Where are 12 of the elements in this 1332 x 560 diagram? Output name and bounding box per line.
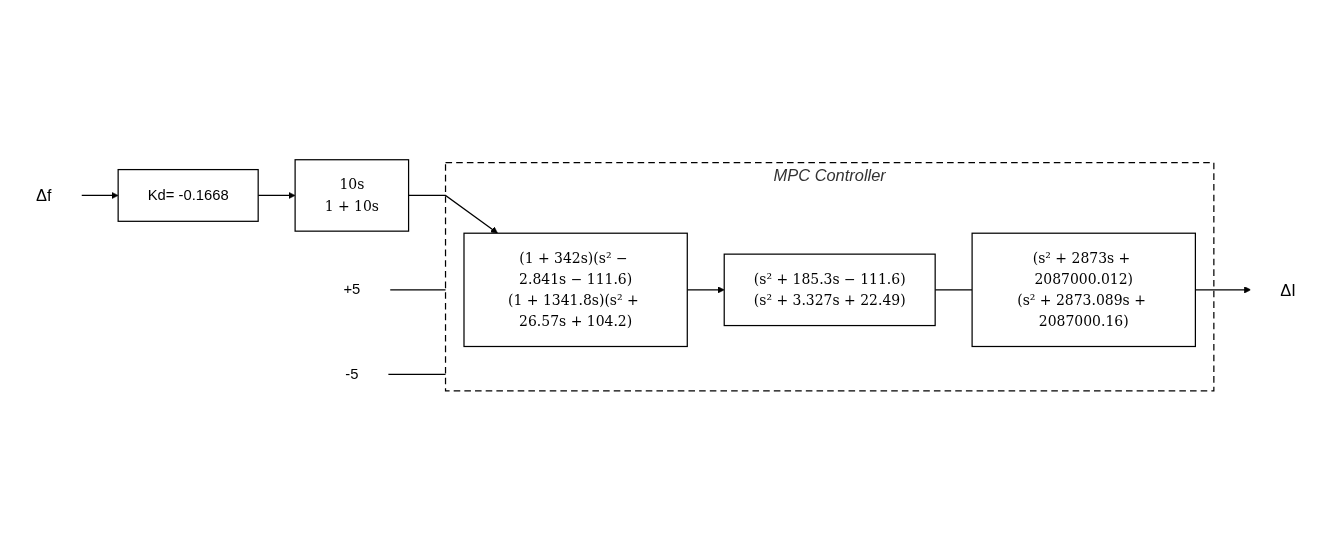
arrow [80,191,119,200]
node-box: 10s 1 + 10s [294,159,410,232]
node-box: Kd= -0.1668 [117,168,259,222]
node-text: +5 [343,281,361,298]
node-text: Δf [36,186,52,205]
node-box: (1 + 342s)(s² − 2.841s − 111.6) (1 + 1341.8s)(s² + 26.57s + 104.2) [463,232,688,348]
connector [387,373,447,375]
node-box: (s² + 185.3s − 111.6) (s² + 3.327s + 22.49) [723,253,936,327]
node-box: (s² + 2873s + 2087000.012) (s² + 2873.089s + 2087000.16) [971,232,1196,348]
connector [389,289,447,291]
node-text: ΔI [1280,280,1296,299]
node-text: -5 [345,365,359,383]
